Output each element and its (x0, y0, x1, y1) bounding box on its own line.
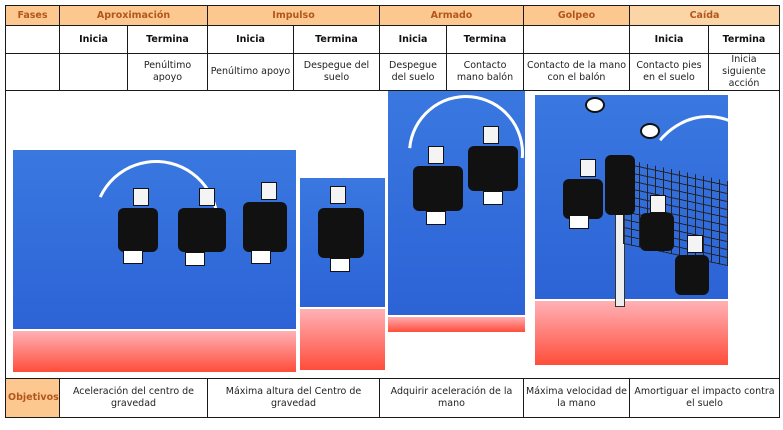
takeoff-illustration (300, 178, 385, 370)
impulso-termina-header: Termina (293, 25, 380, 54)
empty-cell (5, 53, 60, 91)
phase-golpeo: Golpeo (523, 5, 630, 26)
objective-golpeo: Máxima velocidad de la mano (523, 378, 630, 418)
aproximacion-termina-desc: Penúltimo apoyo (127, 53, 208, 91)
spike-illustration (535, 95, 728, 365)
objectives-row: Objetivos Aceleración del centro de grav… (5, 378, 781, 418)
aproximacion-inicia-desc (59, 53, 128, 91)
golpeo-desc: Contacto de la mano con el balón (523, 53, 630, 91)
objective-caida: Amortiguar el impacto contra el suelo (628, 378, 781, 418)
fases-label: Fases (5, 5, 60, 26)
caida-termina-header: Termina (707, 25, 781, 54)
armado-inicia-header: Inicia (379, 25, 447, 54)
volleyball-icon (640, 123, 660, 139)
phase-header-row: Fases Aproximación Impulso Armado Golpeo… (5, 5, 781, 26)
phase-armado: Armado (379, 5, 524, 26)
impulso-termina-desc: Despegue del suelo (293, 53, 380, 91)
volleyball-attack-phases-table: Fases Aproximación Impulso Armado Golpeo… (4, 5, 781, 418)
armed-illustration (388, 91, 525, 332)
objective-impulso: Máxima altura del Centro de gravedad (207, 378, 380, 418)
phase-caida: Caída (628, 5, 781, 26)
caida-termina-desc: Inicia siguiente acción (707, 53, 781, 91)
description-row: Penúltimo apoyo Penúltimo apoyo Despegue… (5, 53, 781, 91)
armado-inicia-desc: Despegue del suelo (379, 53, 447, 91)
impulso-inicia-header: Inicia (207, 25, 294, 54)
aproximacion-termina-header: Termina (127, 25, 208, 54)
armado-termina-desc: Contacto mano balón (446, 53, 524, 91)
impulso-inicia-desc: Penúltimo apoyo (207, 53, 294, 91)
objective-armado: Adquirir aceleración de la mano (379, 378, 524, 418)
objectives-label: Objetivos (5, 378, 60, 418)
aproximacion-inicia-header: Inicia (59, 25, 128, 54)
empty-cell (5, 25, 60, 54)
golpeo-subheader (523, 25, 630, 54)
illustration-row (4, 90, 781, 379)
volleyball-icon (585, 97, 605, 113)
approach-illustration (13, 150, 296, 372)
subheader-row: Inicia Termina Inicia Termina Inicia Ter… (5, 25, 781, 54)
phase-impulso: Impulso (207, 5, 380, 26)
caida-inicia-header: Inicia (629, 25, 709, 54)
armado-termina-header: Termina (446, 25, 524, 54)
caida-inicia-desc: Contacto pies en el suelo (629, 53, 709, 91)
objective-aproximacion: Aceleración del centro de gravedad (59, 378, 208, 418)
phase-aproximacion: Aproximación (59, 5, 208, 26)
